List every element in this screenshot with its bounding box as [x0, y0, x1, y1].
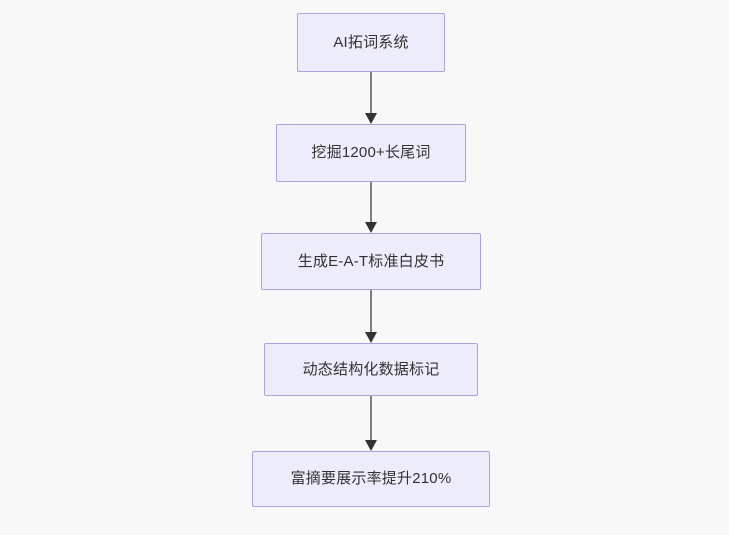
edge-node-4-to-node-5	[365, 396, 377, 451]
flow-node-rich-snippet-rate-increase[interactable]: 富摘要展示率提升210%	[252, 451, 490, 507]
arrowhead-icon	[365, 222, 377, 233]
edge-node-1-to-node-2	[365, 72, 377, 124]
flow-node-label: 富摘要展示率提升210%	[290, 470, 452, 487]
arrowhead-icon	[365, 332, 377, 343]
flow-node-dynamic-structured-data-markup[interactable]: 动态结构化数据标记	[264, 343, 478, 396]
flow-node-label: AI拓词系统	[333, 33, 409, 51]
flow-node-ai-keyword-system[interactable]: AI拓词系统	[297, 13, 445, 72]
flow-node-label: 生成E-A-T标准白皮书	[297, 252, 445, 270]
edge-node-2-to-node-3	[365, 182, 377, 233]
flow-node-generate-eat-whitepaper[interactable]: 生成E-A-T标准白皮书	[261, 233, 481, 290]
flow-node-mine-longtail-keywords[interactable]: 挖掘1200+长尾词	[276, 124, 466, 182]
flow-node-label: 动态结构化数据标记	[302, 360, 440, 378]
arrowhead-icon	[365, 113, 377, 124]
arrowhead-icon	[365, 440, 377, 451]
edge-node-3-to-node-4	[365, 290, 377, 343]
flow-node-label: 挖掘1200+长尾词	[311, 144, 431, 161]
